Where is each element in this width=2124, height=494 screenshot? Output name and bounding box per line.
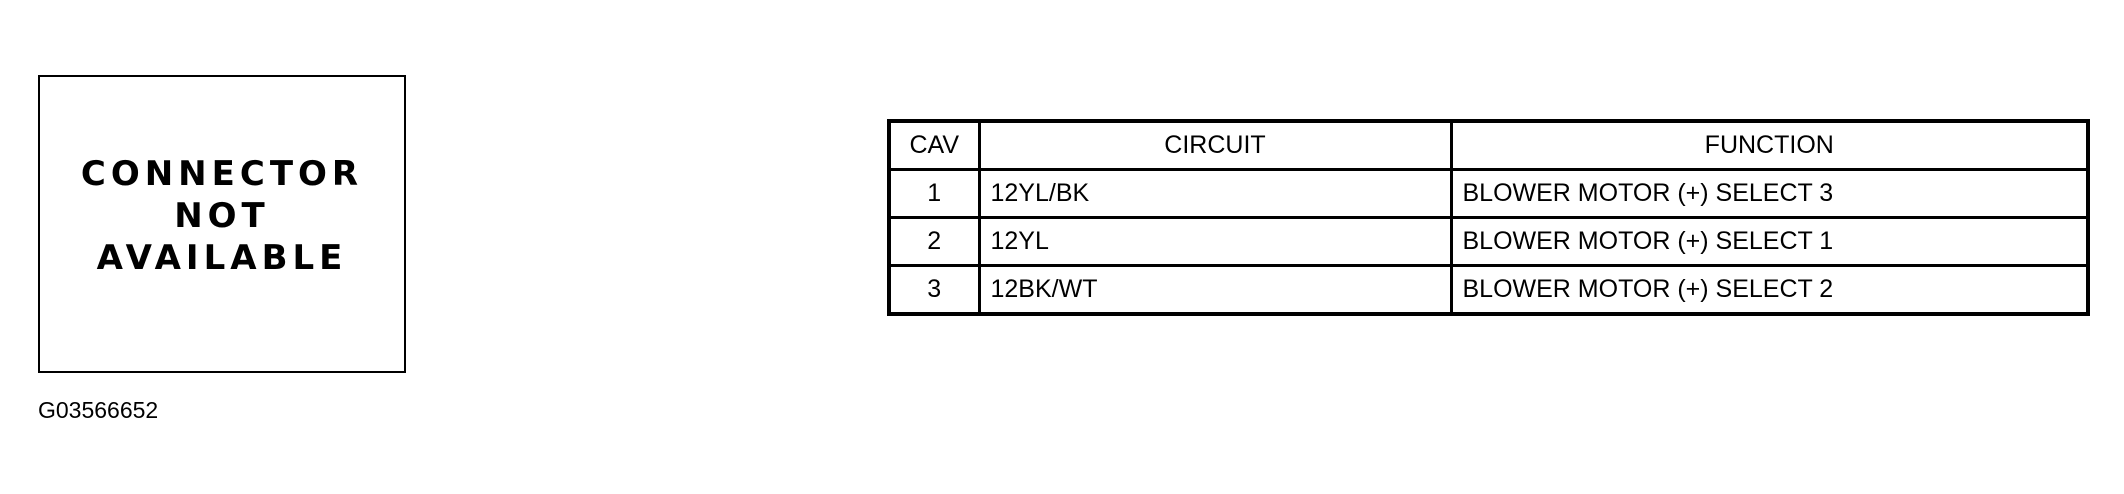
- connector-placeholder-box: CONNECTOR NOT AVAILABLE: [38, 75, 406, 373]
- cell-circuit: 12BK/WT: [977, 264, 1453, 316]
- cell-function: BLOWER MOTOR (+) SELECT 1: [1449, 216, 2090, 267]
- connector-not-available-text: CONNECTOR NOT AVAILABLE: [81, 153, 363, 279]
- connector-text-line-2: NOT: [174, 196, 270, 236]
- connector-text-line-1: CONNECTOR: [80, 154, 364, 194]
- cell-cav: 2: [887, 216, 981, 267]
- cell-circuit: 12YL/BK: [977, 168, 1453, 219]
- header-function: FUNCTION: [1449, 119, 2090, 171]
- table-row: 1 12YL/BK BLOWER MOTOR (+) SELECT 3: [887, 168, 2090, 219]
- cell-function: BLOWER MOTOR (+) SELECT 2: [1449, 264, 2090, 316]
- cell-cav: 1: [887, 168, 981, 219]
- table-row: 3 12BK/WT BLOWER MOTOR (+) SELECT 2: [887, 264, 2090, 316]
- connector-pinout-table: CAV CIRCUIT FUNCTION 1 12YL/BK BLOWER MO…: [887, 119, 2090, 316]
- cell-circuit: 12YL: [977, 216, 1453, 267]
- header-circuit: CIRCUIT: [977, 119, 1453, 171]
- cell-function: BLOWER MOTOR (+) SELECT 3: [1449, 168, 2090, 219]
- figure-id-label: G03566652: [38, 397, 159, 423]
- table-header-row: CAV CIRCUIT FUNCTION: [887, 119, 2090, 171]
- table-row: 2 12YL BLOWER MOTOR (+) SELECT 1: [887, 216, 2090, 267]
- header-cav: CAV: [887, 119, 981, 171]
- cell-cav: 3: [887, 264, 981, 316]
- connector-text-line-3: AVAILABLE: [96, 238, 348, 278]
